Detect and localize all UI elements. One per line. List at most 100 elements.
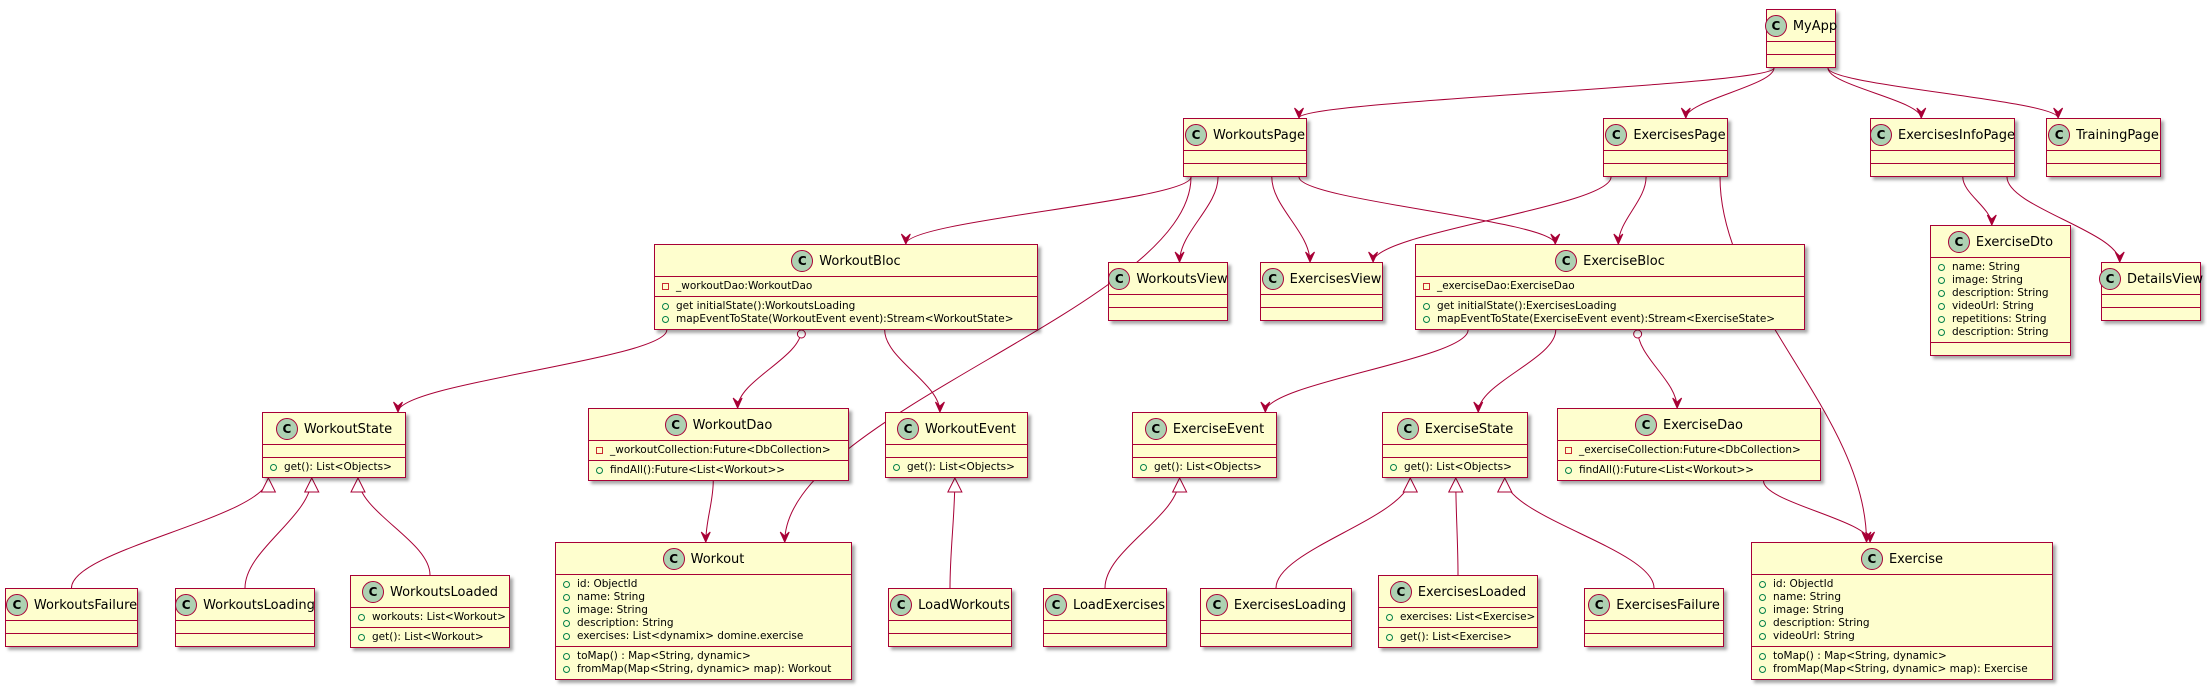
field: workouts: List<Workout> xyxy=(357,611,506,624)
class-badge-icon: C xyxy=(1555,250,1578,272)
public-visibility-icon xyxy=(563,666,570,673)
class-badge-icon: C xyxy=(1588,594,1611,616)
class-name: WorkoutBloc xyxy=(819,253,901,269)
fields-section: _exerciseCollection:Future<DbCollection> xyxy=(1558,441,1820,461)
field: id: ObjectId xyxy=(1758,578,2046,591)
public-visibility-icon xyxy=(1759,620,1766,627)
fields-section: exercises: List<Exercise> xyxy=(1379,608,1537,628)
class-badge-icon: C xyxy=(5,594,28,616)
class-badge-icon: C xyxy=(1396,418,1419,440)
class-name: WorkoutsFailure xyxy=(33,597,138,613)
method: toMap() : Map<String, dynamic> xyxy=(562,650,845,663)
public-visibility-icon xyxy=(1938,303,1945,310)
class-name: Exercise xyxy=(1888,551,1944,567)
method: fromMap(Map<String, dynamic> map): Exerc… xyxy=(1758,663,2046,676)
class-badge-icon: C xyxy=(1947,231,1970,253)
field: _workoutDao:WorkoutDao xyxy=(661,280,1031,293)
methods-section: get(): List<Objects> xyxy=(1133,458,1276,477)
fields-section xyxy=(2047,151,2160,164)
public-visibility-icon xyxy=(1938,290,1945,297)
field: image: String xyxy=(562,604,845,617)
relation-workouts-failure-to-workout-state xyxy=(71,477,269,589)
methods-section: toMap() : Map<String, dynamic>fromMap(Ma… xyxy=(556,647,851,679)
fields-section xyxy=(886,445,1027,458)
fields-section xyxy=(1044,621,1166,634)
relation-workouts-page-to-workouts-view xyxy=(1179,176,1219,263)
methods-section xyxy=(1871,164,2014,176)
class-name: TrainingPage xyxy=(2076,127,2159,143)
member-text: fromMap(Map<String, dynamic> map): Worko… xyxy=(577,663,832,675)
class-name: ExercisesLoaded xyxy=(1417,584,1527,600)
member-text: exercises: List<Exercise> xyxy=(1400,611,1536,623)
inheritance-arrowhead xyxy=(1447,476,1464,493)
association-arrowhead xyxy=(1916,107,1927,120)
field: _exerciseDao:ExerciseDao xyxy=(1422,280,1798,293)
class-badge-icon: C xyxy=(664,414,687,436)
member-text: id: ObjectId xyxy=(577,578,638,590)
public-visibility-icon xyxy=(1938,316,1945,323)
method: get initialState():WorkoutsLoading xyxy=(661,300,1031,313)
methods-section xyxy=(1044,634,1166,646)
class-badge-icon: C xyxy=(175,594,198,616)
relation-load-exercises-to-exercise-event xyxy=(1104,477,1181,589)
class-name: ExerciseDto xyxy=(1975,234,2054,250)
class-badge-icon: C xyxy=(1185,124,1207,146)
public-visibility-icon xyxy=(563,581,570,588)
member-text: mapEventToState(ExerciseEvent event):Str… xyxy=(1437,313,1776,325)
fields-section xyxy=(263,445,405,458)
public-visibility-icon xyxy=(596,467,603,474)
inheritance-arrowhead xyxy=(1496,476,1513,493)
member-text: fromMap(Map<String, dynamic> map): Exerc… xyxy=(1773,663,2028,675)
relation-exercises-loading-to-exercise-state xyxy=(1275,477,1411,589)
association-arrowhead xyxy=(2114,251,2125,264)
methods-section: findAll():Future<List<Workout>> xyxy=(589,461,848,480)
methods-section xyxy=(1109,308,1227,320)
member-text: findAll():Future<List<Workout>> xyxy=(1579,464,1755,476)
field: videoUrl: String xyxy=(1758,630,2046,643)
inheritance-arrowhead xyxy=(947,476,963,493)
methods-section: get(): List<Objects> xyxy=(263,458,405,477)
class-badge-icon: C xyxy=(1870,124,1893,146)
method: get(): List<Workout> xyxy=(357,631,503,644)
member-text: workouts: List<Workout> xyxy=(372,611,506,623)
relation-my-app-to-training-page xyxy=(1827,67,2059,119)
methods-section xyxy=(2102,308,2200,320)
public-visibility-icon xyxy=(1938,329,1945,336)
member-text: get(): List<Objects> xyxy=(284,461,392,473)
method: get initialState():ExercisesLoading xyxy=(1422,300,1798,313)
member-text: repetitions: String xyxy=(1952,313,2047,325)
association-arrowhead xyxy=(1613,233,1624,246)
association-arrowhead xyxy=(1473,401,1484,414)
public-visibility-icon xyxy=(563,653,570,660)
fields-section: _exerciseDao:ExerciseDao xyxy=(1416,277,1804,297)
fields-section xyxy=(1201,621,1351,634)
member-text: get(): List<Objects> xyxy=(907,461,1015,473)
class-badge-icon: C xyxy=(275,418,298,440)
member-text: name: String xyxy=(1773,591,1841,603)
field: exercises: List<Exercise> xyxy=(1385,611,1535,624)
member-text: image: String xyxy=(1773,604,1844,616)
field: exercises: List<dynamix> domine.exercise xyxy=(562,630,845,643)
member-text: id: ObjectId xyxy=(1773,578,1834,590)
association-arrowhead xyxy=(732,397,743,410)
